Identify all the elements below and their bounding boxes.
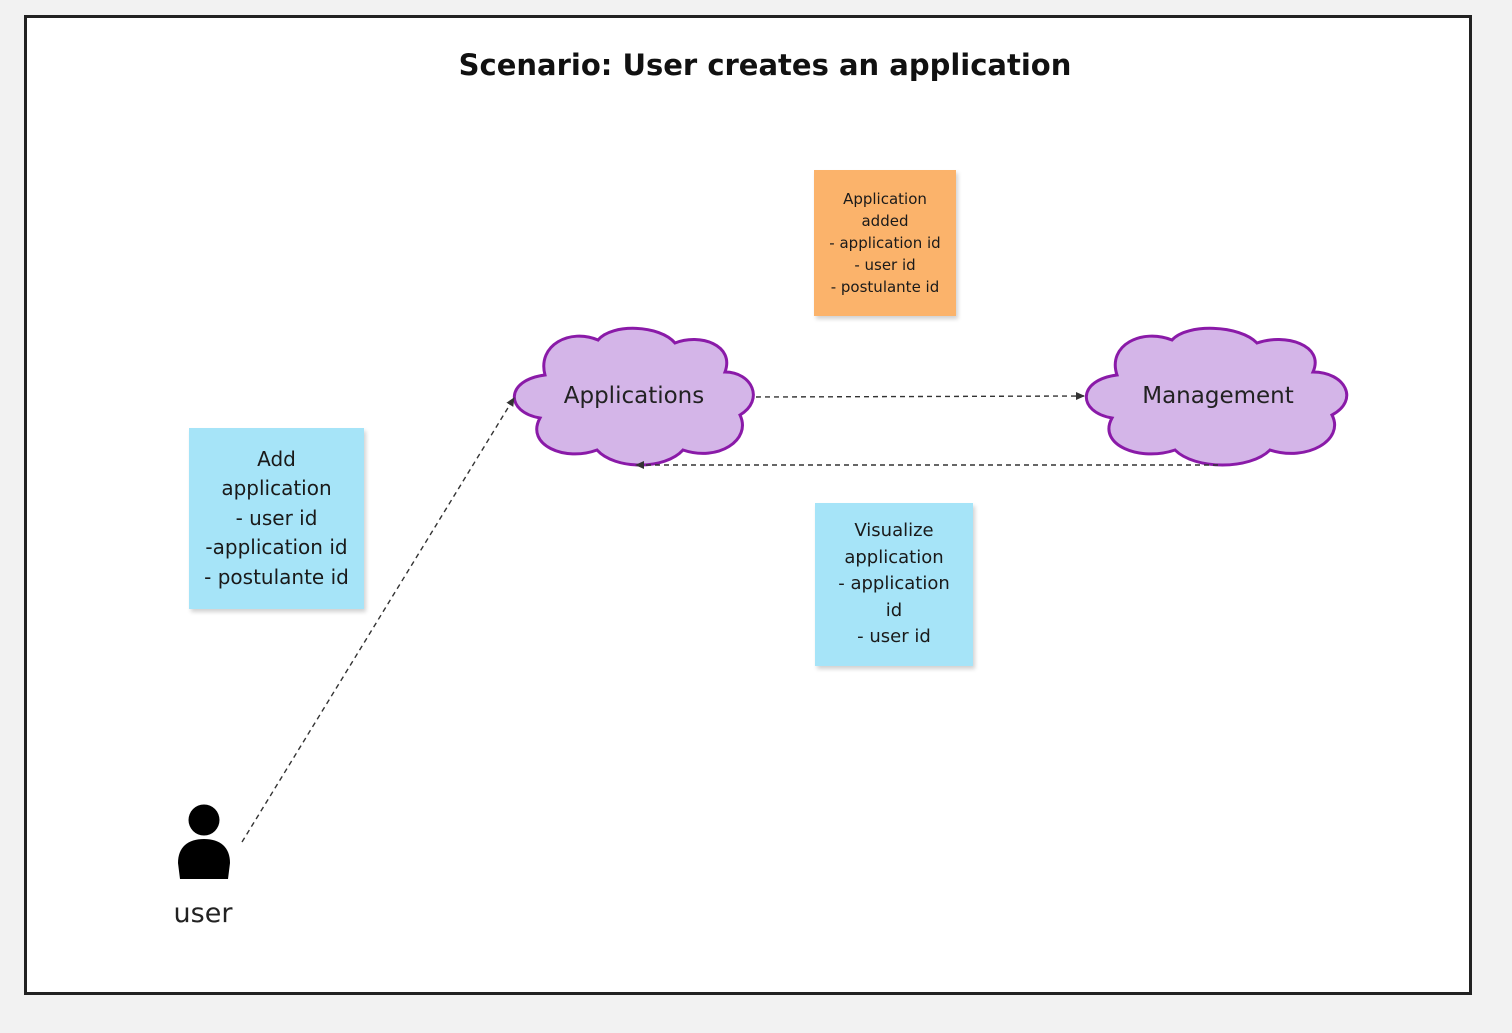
sticky-line: - user id xyxy=(854,256,916,274)
sticky-line: - user id xyxy=(857,626,931,648)
connector-applications-to-management xyxy=(755,392,1085,401)
sticky-line: - postulante id xyxy=(204,564,349,589)
sticky-visualize-application[interactable]: Visualize application - application id -… xyxy=(815,503,973,666)
sticky-line: -application id xyxy=(205,535,348,560)
user-icon[interactable] xyxy=(176,803,232,881)
sticky-line: - postulante id xyxy=(830,278,940,296)
sticky-line: - application id xyxy=(829,234,941,252)
sticky-line: id xyxy=(885,599,903,621)
user-label: user xyxy=(173,898,233,929)
sticky-line: application xyxy=(221,476,332,501)
sticky-add-application[interactable]: Add application - user id -application i… xyxy=(189,428,364,609)
management-cloud[interactable] xyxy=(1084,326,1349,467)
sticky-line: Application xyxy=(843,190,927,208)
sticky-line: Visualize xyxy=(854,520,934,542)
applications-cloud[interactable] xyxy=(512,326,755,467)
diagram-title: Scenario: User creates an application xyxy=(458,48,1072,82)
management-cloud-shape xyxy=(1084,326,1349,467)
connector-user-to-applications xyxy=(241,397,515,843)
sticky-line: added xyxy=(861,212,909,230)
sticky-line: application xyxy=(844,546,944,568)
sticky-line: Add xyxy=(257,446,296,471)
sticky-line: - application xyxy=(838,573,950,595)
sticky-application-added[interactable]: Application added - application id - use… xyxy=(814,170,956,316)
management-label: Management xyxy=(1142,383,1294,409)
sticky-line: - user id xyxy=(235,505,318,530)
applications-label: Applications xyxy=(563,383,705,409)
applications-cloud-shape xyxy=(512,326,755,467)
